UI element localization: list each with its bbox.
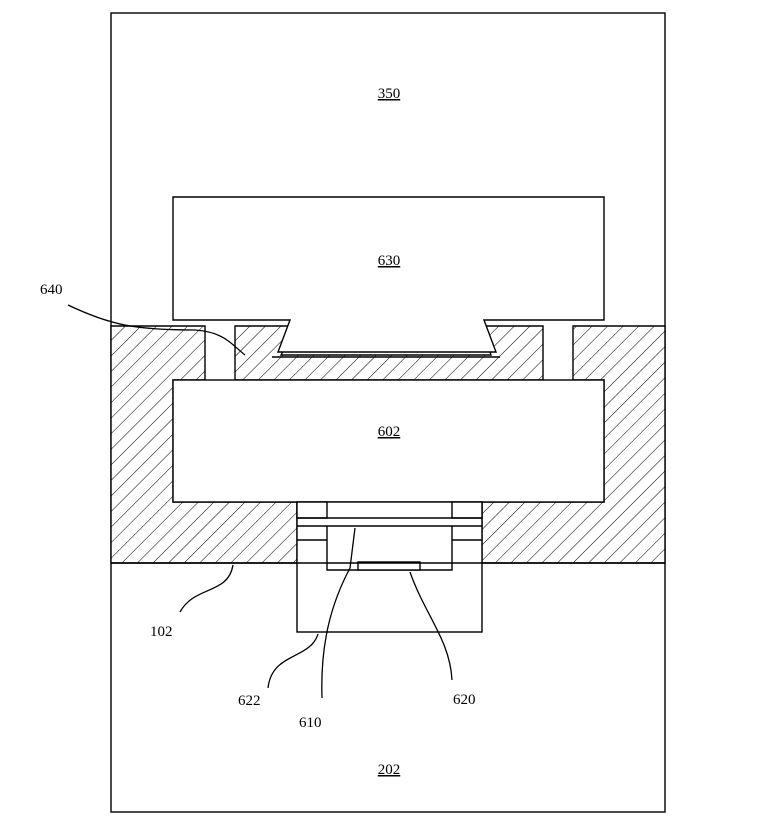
label-640: 640 [40,282,63,298]
leader-640 [67,304,246,356]
label-202: 202 [378,762,401,778]
package-cap-right [451,501,483,519]
leader-622 [267,633,319,689]
label-602: 602 [378,424,401,440]
label-610: 610 [299,715,322,731]
leader-620 [409,571,453,681]
cavity-602 [172,379,605,503]
package-cap-left [296,501,328,519]
label-620: 620 [453,692,476,708]
chip-620 [357,561,421,571]
leader-102 [179,564,234,613]
leader-610 [321,527,356,699]
label-350: 350 [378,86,401,102]
label-630: 630 [378,253,401,269]
block-630 [172,196,605,353]
label-622: 622 [238,693,261,709]
label-102: 102 [150,624,173,640]
